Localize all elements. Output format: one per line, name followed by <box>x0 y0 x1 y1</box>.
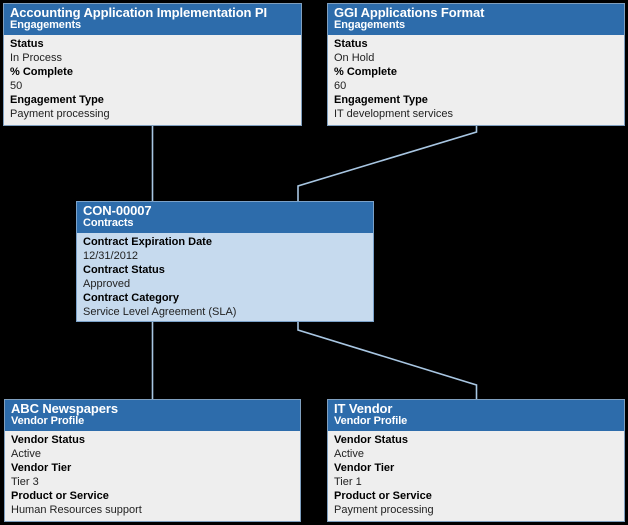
node-vendor-it[interactable]: IT Vendor Vendor Profile Vendor Status A… <box>327 399 625 522</box>
node-header: ABC Newspapers Vendor Profile <box>5 400 300 431</box>
node-engagement-ggi[interactable]: GGI Applications Format Engagements Stat… <box>327 3 625 126</box>
field-value: Service Level Agreement (SLA) <box>83 305 237 318</box>
node-engagement-accounting[interactable]: Accounting Application Implementation PI… <box>3 3 302 126</box>
field-label: Engagement Type <box>10 93 104 106</box>
node-body: Contract Expiration Date 12/31/2012 Cont… <box>77 233 373 319</box>
field-label: Contract Category <box>83 291 179 304</box>
field-value: Active <box>334 447 364 460</box>
field-value: 60 <box>334 79 347 92</box>
node-header: IT Vendor Vendor Profile <box>328 400 624 431</box>
node-body: Vendor Status Active Vendor Tier Tier 1 … <box>328 431 624 517</box>
field-value: Approved <box>83 277 131 290</box>
field-value: On Hold <box>334 51 375 64</box>
field-value: 12/31/2012 <box>83 249 139 262</box>
field-label: Status <box>334 37 368 50</box>
field-label: Vendor Tier <box>334 461 395 474</box>
node-title: IT Vendor <box>334 401 393 416</box>
node-subtitle: Engagements <box>10 19 82 32</box>
field-label: % Complete <box>334 65 397 78</box>
node-subtitle: Vendor Profile <box>334 415 408 428</box>
field-label: Status <box>10 37 44 50</box>
node-vendor-abc[interactable]: ABC Newspapers Vendor Profile Vendor Sta… <box>4 399 301 522</box>
node-subtitle: Contracts <box>83 217 134 230</box>
connector-contract-to-it-vendor <box>297 322 478 399</box>
field-label: Product or Service <box>11 489 109 502</box>
node-title: Accounting Application Implementation PI <box>10 5 267 20</box>
node-contract[interactable]: CON-00007 Contracts Contract Expiration … <box>76 201 374 322</box>
node-title: ABC Newspapers <box>11 401 118 416</box>
node-header: CON-00007 Contracts <box>77 202 373 233</box>
field-value: Tier 1 <box>334 475 362 488</box>
node-body: Status On Hold % Complete 60 Engagement … <box>328 35 624 121</box>
field-value: Payment processing <box>10 107 110 120</box>
connector-ggi-to-contract <box>297 125 478 201</box>
field-value: IT development services <box>334 107 454 120</box>
field-label: Vendor Status <box>334 433 408 446</box>
node-title: GGI Applications Format <box>334 5 485 20</box>
node-header: GGI Applications Format Engagements <box>328 4 624 35</box>
field-value: Active <box>11 447 41 460</box>
field-label: % Complete <box>10 65 73 78</box>
field-value: Human Resources support <box>11 503 142 516</box>
node-subtitle: Engagements <box>334 19 406 32</box>
node-subtitle: Vendor Profile <box>11 415 85 428</box>
node-header: Accounting Application Implementation PI… <box>4 4 301 35</box>
field-value: Tier 3 <box>11 475 39 488</box>
field-value: 50 <box>10 79 23 92</box>
field-value: Payment processing <box>334 503 434 516</box>
field-label: Contract Status <box>83 263 165 276</box>
node-title: CON-00007 <box>83 203 152 218</box>
field-label: Vendor Status <box>11 433 85 446</box>
field-value: In Process <box>10 51 62 64</box>
node-body: Vendor Status Active Vendor Tier Tier 3 … <box>5 431 300 517</box>
field-label: Product or Service <box>334 489 432 502</box>
field-label: Vendor Tier <box>11 461 72 474</box>
field-label: Engagement Type <box>334 93 428 106</box>
node-body: Status In Process % Complete 50 Engageme… <box>4 35 301 121</box>
field-label: Contract Expiration Date <box>83 235 212 248</box>
